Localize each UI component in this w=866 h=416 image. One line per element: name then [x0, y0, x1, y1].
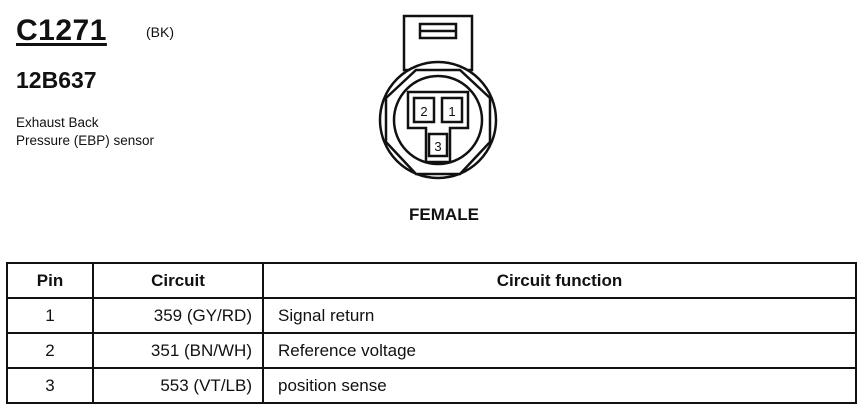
function-cell: position sense [262, 367, 857, 404]
function-cell: Reference voltage [262, 332, 857, 369]
connector-color-code: (BK) [146, 24, 174, 40]
pin-cell: 3 [6, 367, 94, 404]
connector-body-octagon [384, 68, 492, 176]
pin-cell: 2 [6, 332, 94, 369]
table-row: 1 359 (GY/RD) Signal return [6, 297, 857, 334]
connector-face-diagram: 2 1 3 [378, 14, 498, 180]
component-description: Exhaust Back Pressure (EBP) sensor [16, 114, 154, 150]
table-row: 3 553 (VT/LB) position sense [6, 367, 857, 404]
connector-type-label: FEMALE [409, 205, 479, 224]
cavity-label-2: 2 [420, 104, 427, 119]
connector-cavity-outline [406, 90, 470, 164]
cavity-label-3: 3 [434, 139, 441, 154]
pin-cavity-2 [412, 96, 436, 124]
circuit-cell: 351 (BN/WH) [92, 332, 264, 369]
connector-body-inner [392, 74, 484, 166]
description-line-1: Exhaust Back [16, 115, 99, 130]
pin-table: Pin Circuit Circuit function 1 359 (GY/R… [6, 262, 857, 404]
pin-column-header: Pin [6, 262, 94, 299]
pin-table-header-row: Pin Circuit Circuit function [6, 262, 857, 299]
function-column-header: Circuit function [262, 262, 857, 299]
function-cell: Signal return [262, 297, 857, 334]
description-line-2: Pressure (EBP) sensor [16, 133, 155, 148]
circuit-cell: 553 (VT/LB) [92, 367, 264, 404]
connector-id: C1271 [16, 14, 107, 47]
circuit-cell: 359 (GY/RD) [92, 297, 264, 334]
pin-cell: 1 [6, 297, 94, 334]
cavity-label-1: 1 [448, 104, 455, 119]
pin-cavity-3 [427, 132, 449, 158]
table-row: 2 351 (BN/WH) Reference voltage [6, 332, 857, 369]
circuit-column-header: Circuit [92, 262, 264, 299]
pin-cavity-1 [440, 96, 464, 124]
part-number: 12B637 [16, 67, 97, 93]
